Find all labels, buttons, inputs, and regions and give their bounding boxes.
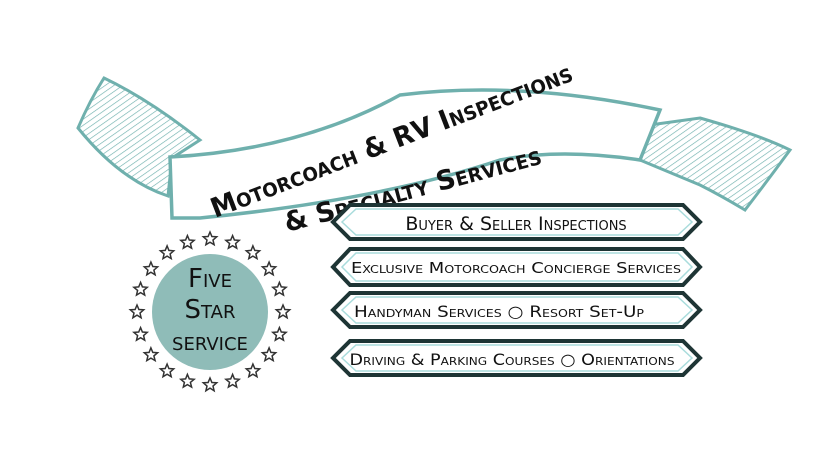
service-banner: Driving & Parking Courses ○ Orientations: [330, 339, 703, 377]
star-icon: [132, 325, 150, 342]
service-banner: Buyer & Seller Inspections: [330, 203, 703, 241]
service-label: Exclusive Motorcoach Concierge Services: [351, 259, 681, 277]
star-icon: [178, 372, 196, 389]
service-banner: Handyman Services ○ Resort Set-Up: [330, 291, 703, 329]
star-icon: [201, 230, 219, 247]
five-star-badge: Five Star service: [128, 230, 292, 393]
service-list: Buyer & Seller Inspections Exclusive Mot…: [330, 203, 703, 377]
star-icon: [260, 345, 278, 363]
badge-line2: Star: [185, 295, 236, 325]
star-icon: [274, 303, 292, 320]
star-icon: [158, 243, 176, 261]
star-icon: [132, 280, 150, 297]
ribbon-right-tail: [625, 116, 793, 212]
star-icon: [270, 325, 288, 342]
star-icon: [128, 303, 146, 320]
badge-line1: Five: [188, 264, 232, 294]
star-icon: [142, 260, 160, 277]
star-icon: [244, 362, 262, 379]
service-label: Handyman Services ○ Resort Set-Up: [354, 302, 644, 321]
service-label: Driving & Parking Courses ○ Orientations: [350, 350, 675, 369]
badge-line3: service: [172, 327, 248, 357]
star-icon: [260, 260, 278, 277]
star-icon: [142, 345, 160, 363]
star-icon: [158, 362, 176, 379]
star-ring: [128, 230, 292, 393]
star-icon: [178, 233, 196, 250]
star-icon: [270, 280, 288, 297]
star-icon: [244, 243, 262, 261]
star-icon: [224, 372, 242, 389]
star-icon: [201, 376, 219, 393]
service-banner: Exclusive Motorcoach Concierge Services: [330, 247, 703, 287]
badge-circle: [152, 254, 268, 370]
star-icon: [224, 233, 242, 250]
ribbon-main: [168, 88, 663, 220]
service-label: Buyer & Seller Inspections: [405, 213, 626, 235]
